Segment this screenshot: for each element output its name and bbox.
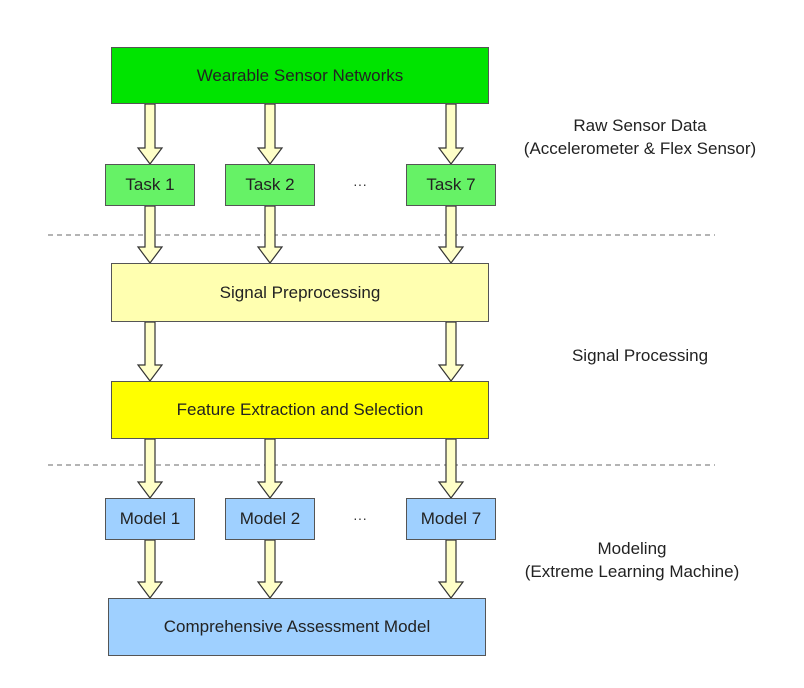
arrow-preprocessing-to-feature-left bbox=[136, 321, 164, 382]
arrow-feature-to-model-7 bbox=[437, 438, 465, 499]
model-ellipsis: ··· bbox=[353, 510, 367, 526]
arrow-model-2-to-assessment bbox=[256, 539, 284, 599]
raw-sensor-data-line-2: (Accelerometer & Flex Sensor) bbox=[523, 139, 757, 158]
wearable-sensor-networks-box: Wearable Sensor Networks bbox=[111, 47, 489, 104]
arrow-task-7-to-preprocessing bbox=[437, 205, 465, 264]
stage-label-raw-sensor-data: Raw Sensor Data (Accelerometer & Flex Se… bbox=[500, 114, 780, 160]
signal-preprocessing-box: Signal Preprocessing bbox=[111, 263, 489, 322]
task-1-box: Task 1 bbox=[105, 164, 195, 206]
wearable-sensor-networks-label: Wearable Sensor Networks bbox=[196, 65, 404, 85]
arrow-preprocessing-to-feature-right bbox=[437, 321, 465, 382]
arrow-sensors-to-task-1 bbox=[136, 103, 164, 165]
task-2-box: Task 2 bbox=[225, 164, 315, 206]
modeling-line-1: Modeling bbox=[597, 539, 667, 558]
model-2-box: Model 2 bbox=[225, 498, 315, 540]
raw-sensor-data-line-1: Raw Sensor Data bbox=[573, 116, 707, 135]
arrow-task-2-to-preprocessing bbox=[256, 205, 284, 264]
arrow-sensors-to-task-7 bbox=[437, 103, 465, 165]
stage-label-modeling: Modeling (Extreme Learning Machine) bbox=[492, 537, 772, 583]
modeling-line-2: (Extreme Learning Machine) bbox=[524, 562, 740, 581]
model-7-label: Model 7 bbox=[420, 509, 482, 528]
arrow-task-1-to-preprocessing bbox=[136, 205, 164, 264]
task-ellipsis: ··· bbox=[353, 176, 367, 192]
task-2-label: Task 2 bbox=[245, 175, 295, 194]
arrow-feature-to-model-1 bbox=[136, 438, 164, 499]
arrow-sensors-to-task-2 bbox=[256, 103, 284, 165]
task-7-label: Task 7 bbox=[426, 175, 476, 194]
model-1-box: Model 1 bbox=[105, 498, 195, 540]
comprehensive-assessment-model-label: Comprehensive Assessment Model bbox=[163, 617, 431, 636]
arrow-model-7-to-assessment bbox=[437, 539, 465, 599]
arrows-group bbox=[136, 103, 465, 599]
stage-label-signal-processing: Signal Processing bbox=[571, 346, 709, 365]
model-7-box: Model 7 bbox=[406, 498, 496, 540]
signal-preprocessing-label: Signal Preprocessing bbox=[219, 282, 381, 302]
model-2-label: Model 2 bbox=[239, 509, 301, 528]
feature-extraction-label: Feature Extraction and Selection bbox=[176, 400, 424, 419]
comprehensive-assessment-model-box: Comprehensive Assessment Model bbox=[108, 598, 486, 656]
task-1-label: Task 1 bbox=[125, 175, 175, 194]
arrow-feature-to-model-2 bbox=[256, 438, 284, 499]
arrow-model-1-to-assessment bbox=[136, 539, 164, 599]
feature-extraction-box: Feature Extraction and Selection bbox=[111, 381, 489, 439]
model-1-label: Model 1 bbox=[119, 509, 181, 528]
task-7-box: Task 7 bbox=[406, 164, 496, 206]
